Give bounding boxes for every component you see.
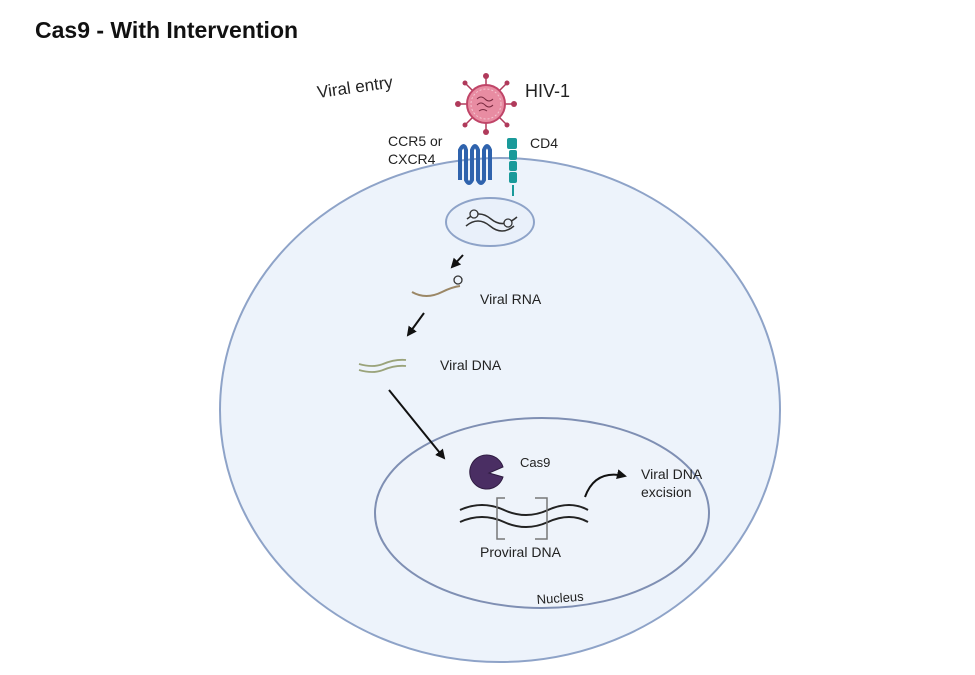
proviral-dna-icon xyxy=(459,497,589,540)
ccr5-cxcr4-receptor-icon xyxy=(458,144,492,185)
viral-rna-icon xyxy=(411,275,463,297)
arrow-endosome-to-rna xyxy=(450,254,464,269)
cd4-receptor-icon xyxy=(507,138,517,196)
label-viral-entry: Viral entry xyxy=(316,72,395,101)
arrow-rna-to-dna xyxy=(406,312,425,337)
label-hiv-1: HIV-1 xyxy=(525,81,570,101)
arrow-dna-to-nucleus xyxy=(388,389,446,460)
excision-arrow xyxy=(584,469,627,498)
label-viral-rna: Viral RNA xyxy=(480,291,542,307)
label-nucleus: Nucleus xyxy=(536,589,584,607)
label-viral-dna: Viral DNA xyxy=(440,357,502,373)
label-cxcr4: CXCR4 xyxy=(388,151,436,167)
label-proviral-dna: Proviral DNA xyxy=(480,544,562,560)
cas9-protein-icon xyxy=(469,454,504,490)
label-cd4: CD4 xyxy=(530,135,558,151)
label-excision-line1: Viral DNA xyxy=(641,466,703,482)
endosome-icon xyxy=(445,197,535,247)
label-excision-line2: excision xyxy=(641,484,692,500)
label-ccr5: CCR5 or xyxy=(388,133,443,149)
label-cas9: Cas9 xyxy=(520,455,550,470)
hiv-virus-icon xyxy=(455,73,517,135)
figure-title: Cas9 - With Intervention xyxy=(35,17,299,43)
viral-dna-icon xyxy=(358,358,407,373)
